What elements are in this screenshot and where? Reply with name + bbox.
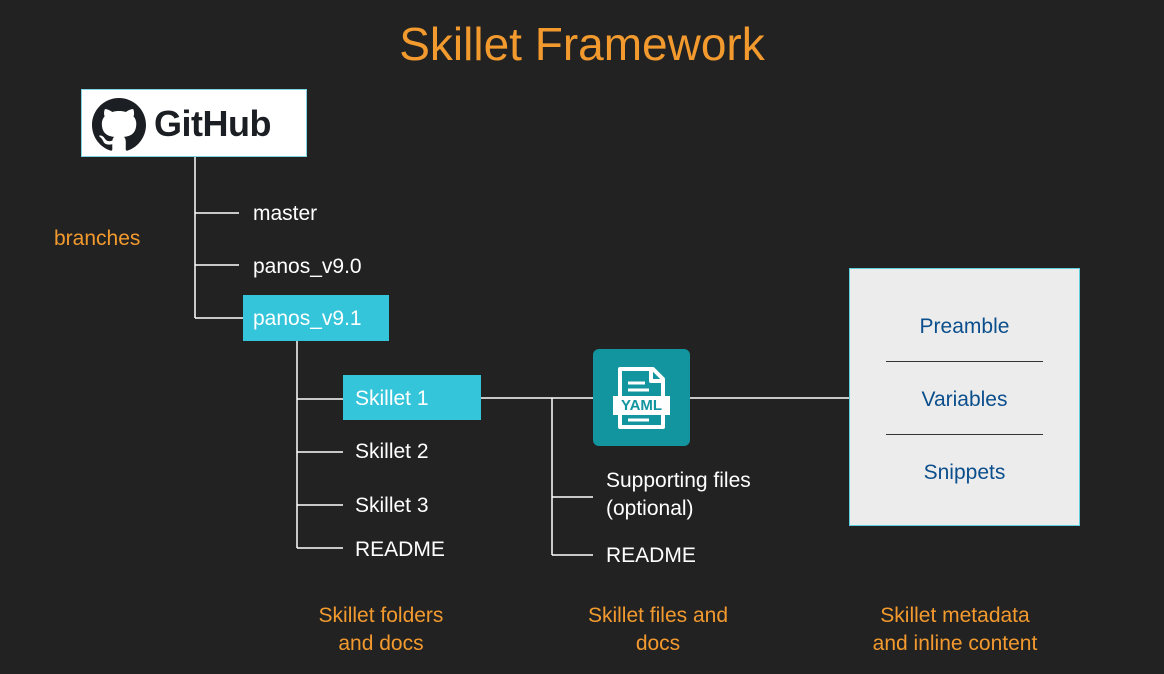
branches-label: branches [54, 227, 141, 250]
metadata-divider [886, 434, 1043, 435]
page-title: Skillet Framework [399, 18, 765, 70]
caption-skillet-folders-line2: and docs [338, 632, 424, 655]
skillet-3-folder[interactable]: Skillet 3 [355, 494, 429, 517]
branch-panos-v9-1[interactable]: panos_v9.1 [243, 295, 389, 341]
supporting-files-line1[interactable]: Supporting files [606, 469, 751, 492]
github-octocat-icon [92, 98, 146, 151]
yaml-document-glyph [613, 367, 670, 429]
metadata-divider [886, 361, 1043, 362]
caption-skillet-metadata-line1: Skillet metadata [880, 604, 1030, 627]
branch-master[interactable]: master [253, 202, 318, 225]
skillet-2-folder[interactable]: Skillet 2 [355, 440, 429, 463]
supporting-files-line2: (optional) [606, 497, 694, 520]
caption-skillet-folders-line1: Skillet folders [318, 604, 444, 627]
caption-skillet-files: Skillet files and docs [558, 602, 758, 658]
metadata-preamble: Preamble [919, 315, 1010, 338]
folder-readme[interactable]: README [355, 538, 445, 561]
skillet-metadata-box: Preamble Variables Snippets [849, 268, 1080, 526]
files-readme[interactable]: README [606, 544, 696, 567]
github-logo: GitHub [81, 89, 307, 157]
skillet-1-folder[interactable]: Skillet 1 [343, 375, 481, 420]
github-wordmark: GitHub [154, 103, 271, 144]
caption-skillet-folders: Skillet folders and docs [281, 602, 481, 658]
metadata-variables: Variables [921, 388, 1008, 411]
metadata-snippets: Snippets [923, 461, 1006, 484]
caption-skillet-metadata-line2: and inline content [872, 632, 1038, 655]
caption-skillet-files-line2: docs [635, 632, 681, 655]
yaml-label: YAML [620, 397, 663, 414]
branch-panos-v9-0[interactable]: panos_v9.0 [253, 255, 362, 278]
yaml-file-icon[interactable]: YAML [593, 349, 690, 446]
caption-skillet-metadata: Skillet metadata and inline content [835, 602, 1075, 658]
caption-skillet-files-line1: Skillet files and [587, 604, 729, 627]
